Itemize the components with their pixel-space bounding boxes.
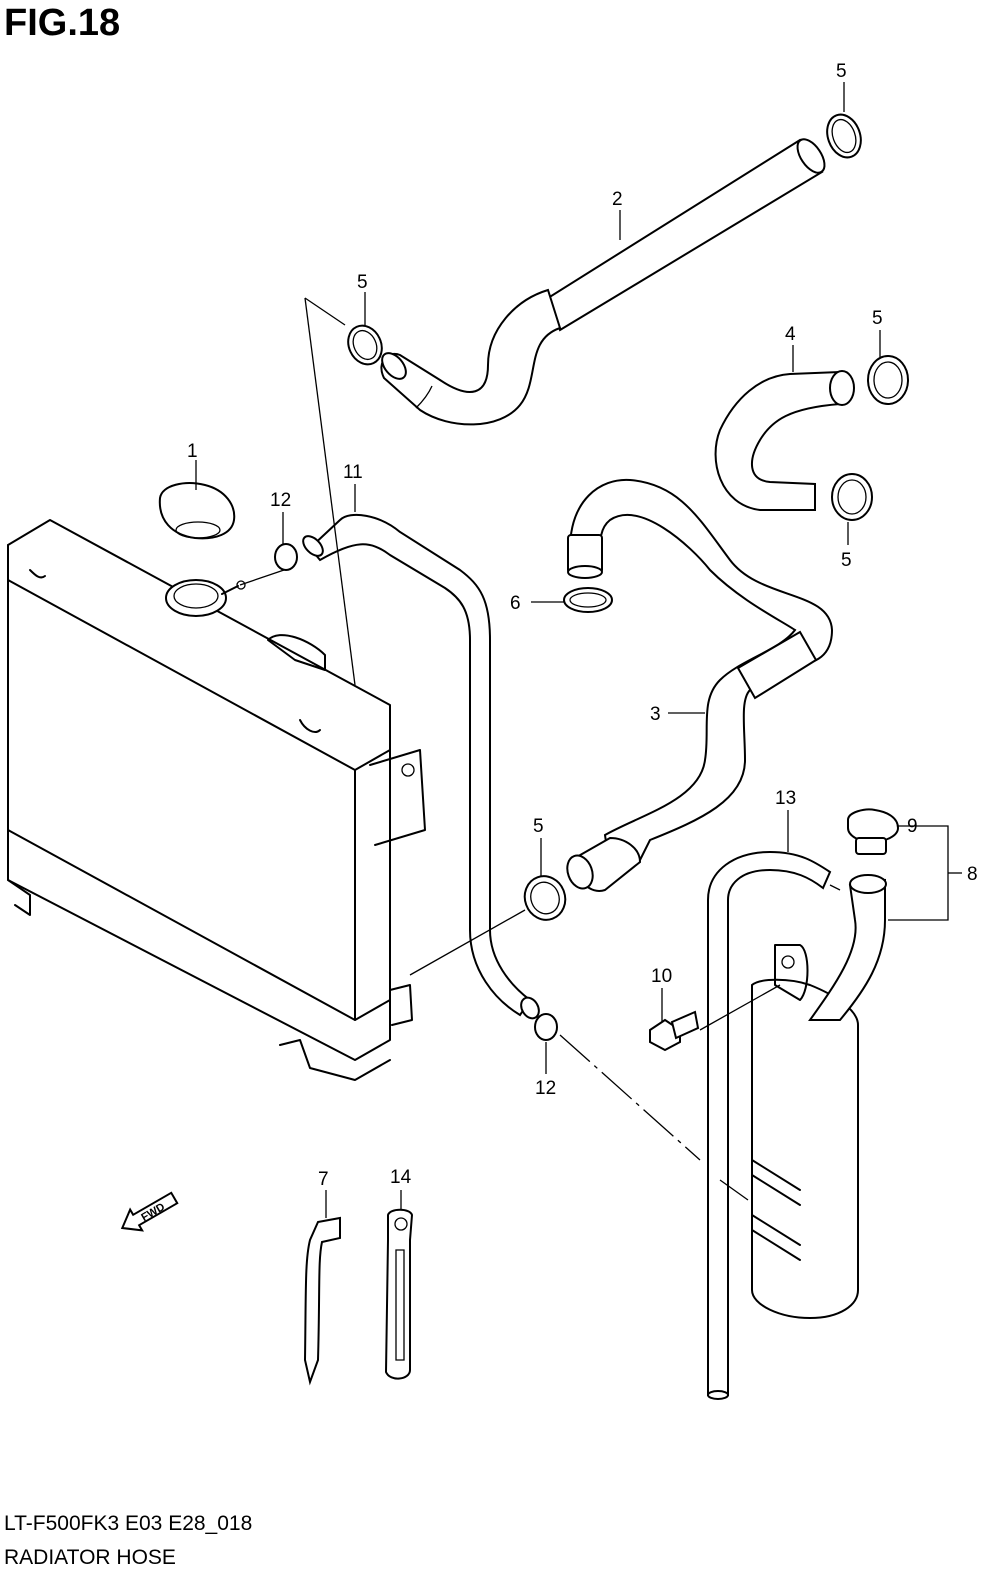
clamp-5-lower[interactable]	[519, 870, 572, 925]
hose-3[interactable]	[563, 478, 834, 892]
hose-4[interactable]	[714, 370, 855, 511]
leader-lines	[195, 82, 962, 1218]
clamp-12-lower[interactable]	[534, 1013, 558, 1041]
clamp-5-top[interactable]	[821, 110, 866, 162]
figure-name: RADIATOR HOSE	[4, 1546, 176, 1569]
callout-3: 3	[650, 704, 661, 725]
callout-9: 9	[907, 816, 918, 837]
callout-12: 12	[270, 490, 291, 511]
model-code: LT-F500FK3 E03 E28_018	[4, 1512, 253, 1535]
callout-6: 6	[510, 593, 521, 614]
bolt-10[interactable]	[649, 1010, 700, 1052]
callout-5c: 5	[872, 308, 883, 329]
callout-labels: 1 2 3 4 5 5 5 5 5 6 7 8 9 10 11 12 12 13…	[187, 61, 978, 1190]
clamp-12-upper[interactable]	[274, 543, 298, 571]
radiator[interactable]	[7, 519, 426, 1081]
callout-5d: 5	[841, 550, 852, 571]
reservoir-cap-9[interactable]	[847, 808, 900, 855]
clamp-5-right-upper[interactable]	[867, 355, 909, 405]
band-14[interactable]	[384, 1208, 414, 1380]
radiator-cap-1[interactable]	[158, 482, 236, 540]
hose-13[interactable]	[707, 850, 832, 1400]
figure-title: FIG.18	[4, 2, 121, 44]
callout-2: 2	[612, 189, 623, 210]
fwd-label: FWD	[139, 1201, 167, 1224]
clamp-6[interactable]	[563, 587, 613, 613]
callout-11: 11	[343, 462, 363, 483]
callout-7: 7	[318, 1169, 329, 1190]
callout-5b: 5	[357, 272, 368, 293]
callout-13: 13	[775, 788, 796, 809]
callout-1: 1	[187, 441, 198, 462]
callout-14: 14	[390, 1167, 412, 1188]
clamp-5-right-lower[interactable]	[831, 473, 873, 521]
callout-5e: 5	[533, 816, 544, 837]
callout-8: 8	[967, 864, 978, 885]
reservoir-tank-8[interactable]	[751, 874, 887, 1320]
callout-10: 10	[651, 966, 672, 987]
callout-4: 4	[785, 324, 796, 345]
hose-2[interactable]	[377, 135, 829, 426]
hose-11[interactable]	[300, 513, 543, 1022]
callout-5: 5	[836, 61, 847, 82]
fwd-arrow-icon: FWD	[120, 1191, 179, 1232]
clamp-5-upper-left[interactable]	[342, 320, 388, 370]
tie-clip-7[interactable]	[303, 1216, 341, 1386]
callout-12b: 12	[535, 1078, 556, 1099]
